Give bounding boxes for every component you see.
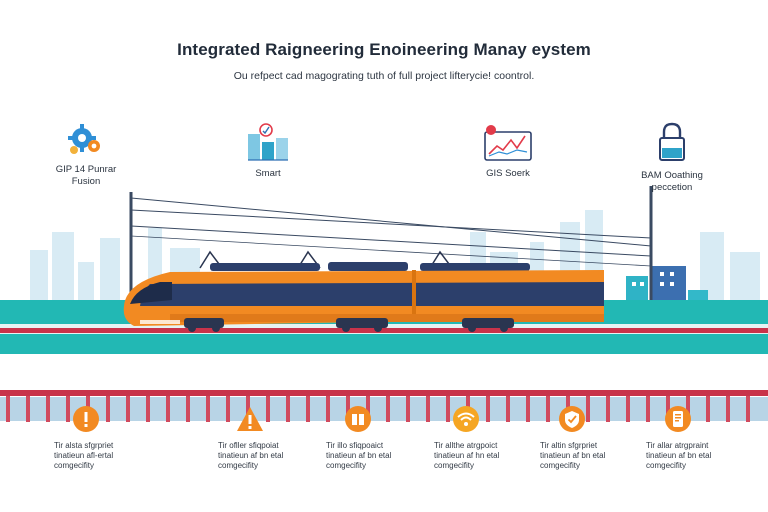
bottom-item-text: Tir illo sfiqpoaict tinatieun af bn etal… (326, 441, 392, 470)
warning-triangle-icon (237, 407, 263, 431)
line-chart-monitor-icon (484, 125, 532, 161)
bottom-item-text: Tir alsta sfgrpriet tinatieun afl-ertal … (54, 441, 114, 470)
city-analytics-icon (248, 123, 288, 161)
bottom-item-5: Tir altin sfgrpriet tinatieun af bn etal… (540, 405, 650, 471)
shield-check-icon (559, 406, 585, 432)
rail-track (0, 328, 768, 333)
overhead-catenary (129, 186, 653, 302)
padlock-icon (659, 122, 685, 161)
feature-smart: Smart (208, 122, 328, 180)
feature-bam-protection: BAM Ooathing peccetion (612, 122, 732, 194)
bottom-item-text: Tir altin sfgrpriet tinatieun af bn etal… (540, 441, 606, 470)
bottom-item-3: Tir illo sfiqpoaict tinatieun af bn etal… (326, 405, 436, 471)
info-marker-icon (73, 406, 99, 432)
feature-gis-fusion: GIP 14 Punrar Fusion (26, 122, 146, 188)
feature-label: Smart (255, 168, 281, 179)
bridge-rail (0, 390, 768, 422)
gear-cluster-icon (68, 124, 100, 154)
bottom-item-2: Tir ofller sfiqpoiat tinatieun af bn eta… (218, 405, 328, 471)
document-tablet-icon (665, 406, 691, 432)
bottom-item-6: Tir allar atrgpraint tinatieun af bn eta… (646, 405, 756, 471)
wifi-signal-icon (453, 406, 479, 432)
bottom-item-4: Tir allthe atrgpoict tinatieun af hn eta… (434, 405, 544, 471)
bottom-item-text: Tir allar atrgpraint tinatieun af bn eta… (646, 441, 712, 470)
bottom-item-1: Tir alsta sfgrpriet tinatieun afl-ertal … (54, 405, 164, 471)
package-box-icon (345, 406, 371, 432)
feature-gis-search: GIS Soerk (448, 122, 568, 180)
train (123, 250, 604, 332)
feature-label: BAM Ooathing peccetion (641, 170, 703, 193)
feature-label: GIP 14 Punrar Fusion (55, 164, 117, 187)
page-title: Integrated Raigneering Enoineering Manay… (177, 40, 591, 59)
bottom-item-text: Tir ofller sfiqpoiat tinatieun af bn eta… (218, 441, 284, 470)
page-subtitle: Ou refpect cad magograting tuth of full … (233, 70, 535, 82)
feature-label: GIS Soerk (486, 168, 530, 179)
bottom-item-text: Tir allthe atrgpoict tinatieun af hn eta… (434, 441, 500, 470)
